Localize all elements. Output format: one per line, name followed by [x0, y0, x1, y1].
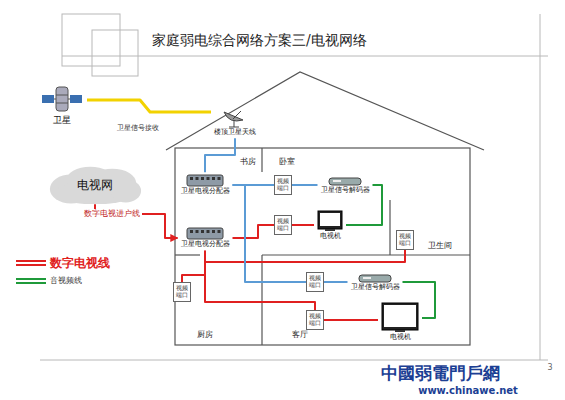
satellite-splitter: 卫星电视分配器 — [178, 172, 233, 197]
decor-line — [62, 56, 548, 57]
room-wall — [262, 254, 470, 255]
wall-socket: 视频端口 — [274, 175, 292, 194]
node-label: 电视机 — [390, 333, 411, 341]
cable — [233, 225, 275, 238]
edge-label: 卫星信号接收 — [115, 124, 161, 132]
legend: 数字电视线音视频线 — [16, 256, 110, 286]
cable — [324, 281, 348, 283]
wall-socket: 视频端口 — [173, 282, 191, 301]
wall-socket: 视频端口 — [306, 272, 324, 291]
node-label: 视频端口 — [399, 233, 411, 246]
watermark: 中國弱電門戶網 — [381, 363, 500, 383]
signal-bolt — [87, 100, 211, 112]
cable — [205, 250, 405, 262]
splitter-icon — [186, 174, 224, 187]
room-name: 厨房 — [197, 330, 213, 340]
house-roof — [166, 72, 484, 150]
room-wall — [261, 255, 262, 345]
legend-text: 音视频线 — [50, 276, 82, 286]
tv-icon — [381, 302, 419, 333]
node-label: 楼顶卫星天线 — [214, 128, 256, 136]
legend-item: 音视频线 — [16, 276, 110, 286]
house-outline — [166, 72, 484, 345]
house-walls — [175, 148, 470, 345]
decor-line — [540, 14, 541, 360]
cable — [292, 184, 318, 186]
cable — [292, 224, 314, 226]
node-label: 卫星信号解码器 — [321, 186, 370, 194]
room-wall — [175, 254, 200, 255]
tv-network-cloud: 电视网 — [47, 166, 143, 204]
node-label: 卫星信号解码器 — [351, 283, 400, 291]
satellite-splitter: 卫星电视分配器 — [178, 225, 233, 250]
splitter-icon — [186, 227, 224, 240]
tv-icon — [317, 210, 343, 232]
decor-square — [92, 30, 138, 76]
satellite-decoder: 卫星信号解码器 — [348, 271, 403, 293]
dish-icon — [221, 108, 249, 128]
cable — [182, 251, 205, 283]
node-label: 卫星电视分配器 — [181, 240, 230, 248]
node-label: 视频端口 — [176, 285, 188, 298]
wall-socket: 视频端口 — [274, 215, 292, 234]
roof-dish-antenna: 楼顶卫星天线 — [211, 106, 259, 138]
decor-frame — [40, 14, 548, 360]
edge-label: 数字电视进户线 — [82, 209, 142, 219]
room-wall — [389, 200, 390, 255]
diagram-title: 家庭弱电综合网络方案三/电视网络 — [152, 32, 367, 49]
room-wall — [261, 148, 262, 172]
legend-text: 数字电视线 — [50, 256, 110, 270]
room-name: 卧室 — [279, 157, 295, 167]
room-name: 卫生间 — [428, 241, 452, 251]
cable — [205, 251, 315, 311]
room-name: 客厅 — [292, 330, 308, 340]
decoder-icon — [328, 176, 362, 186]
node-label: 视频端口 — [309, 275, 321, 288]
decoder-icon — [358, 273, 392, 283]
satellite: 卫星 — [37, 81, 87, 128]
watermark-url: www.chinawe.net — [418, 385, 518, 397]
node-label: 卫星电视分配器 — [181, 187, 230, 195]
node-label: 视频端口 — [277, 178, 289, 191]
cable — [233, 185, 307, 282]
page-number: 3 — [547, 363, 552, 373]
node-label: 电视网 — [77, 178, 113, 192]
wall-socket: 视频端口 — [396, 230, 414, 249]
television: 电视机 — [314, 208, 346, 242]
node-label: 卫星 — [53, 115, 71, 126]
wall-socket: 视频端口 — [306, 310, 324, 329]
room-name: 书房 — [240, 157, 256, 167]
cable — [205, 138, 235, 172]
legend-item: 数字电视线 — [16, 256, 110, 270]
legend-line-sample — [16, 259, 46, 267]
node-label: 电视机 — [320, 232, 341, 240]
node-label: 视频端口 — [277, 218, 289, 231]
cable — [324, 319, 378, 321]
decor-line — [40, 360, 548, 361]
television: 电视机 — [378, 300, 422, 343]
satellite-decoder: 卫星信号解码器 — [318, 174, 373, 196]
legend-line-sample — [16, 277, 46, 285]
node-label: 视频端口 — [309, 313, 321, 326]
decor-square — [62, 14, 120, 66]
satellite-icon — [40, 83, 84, 115]
